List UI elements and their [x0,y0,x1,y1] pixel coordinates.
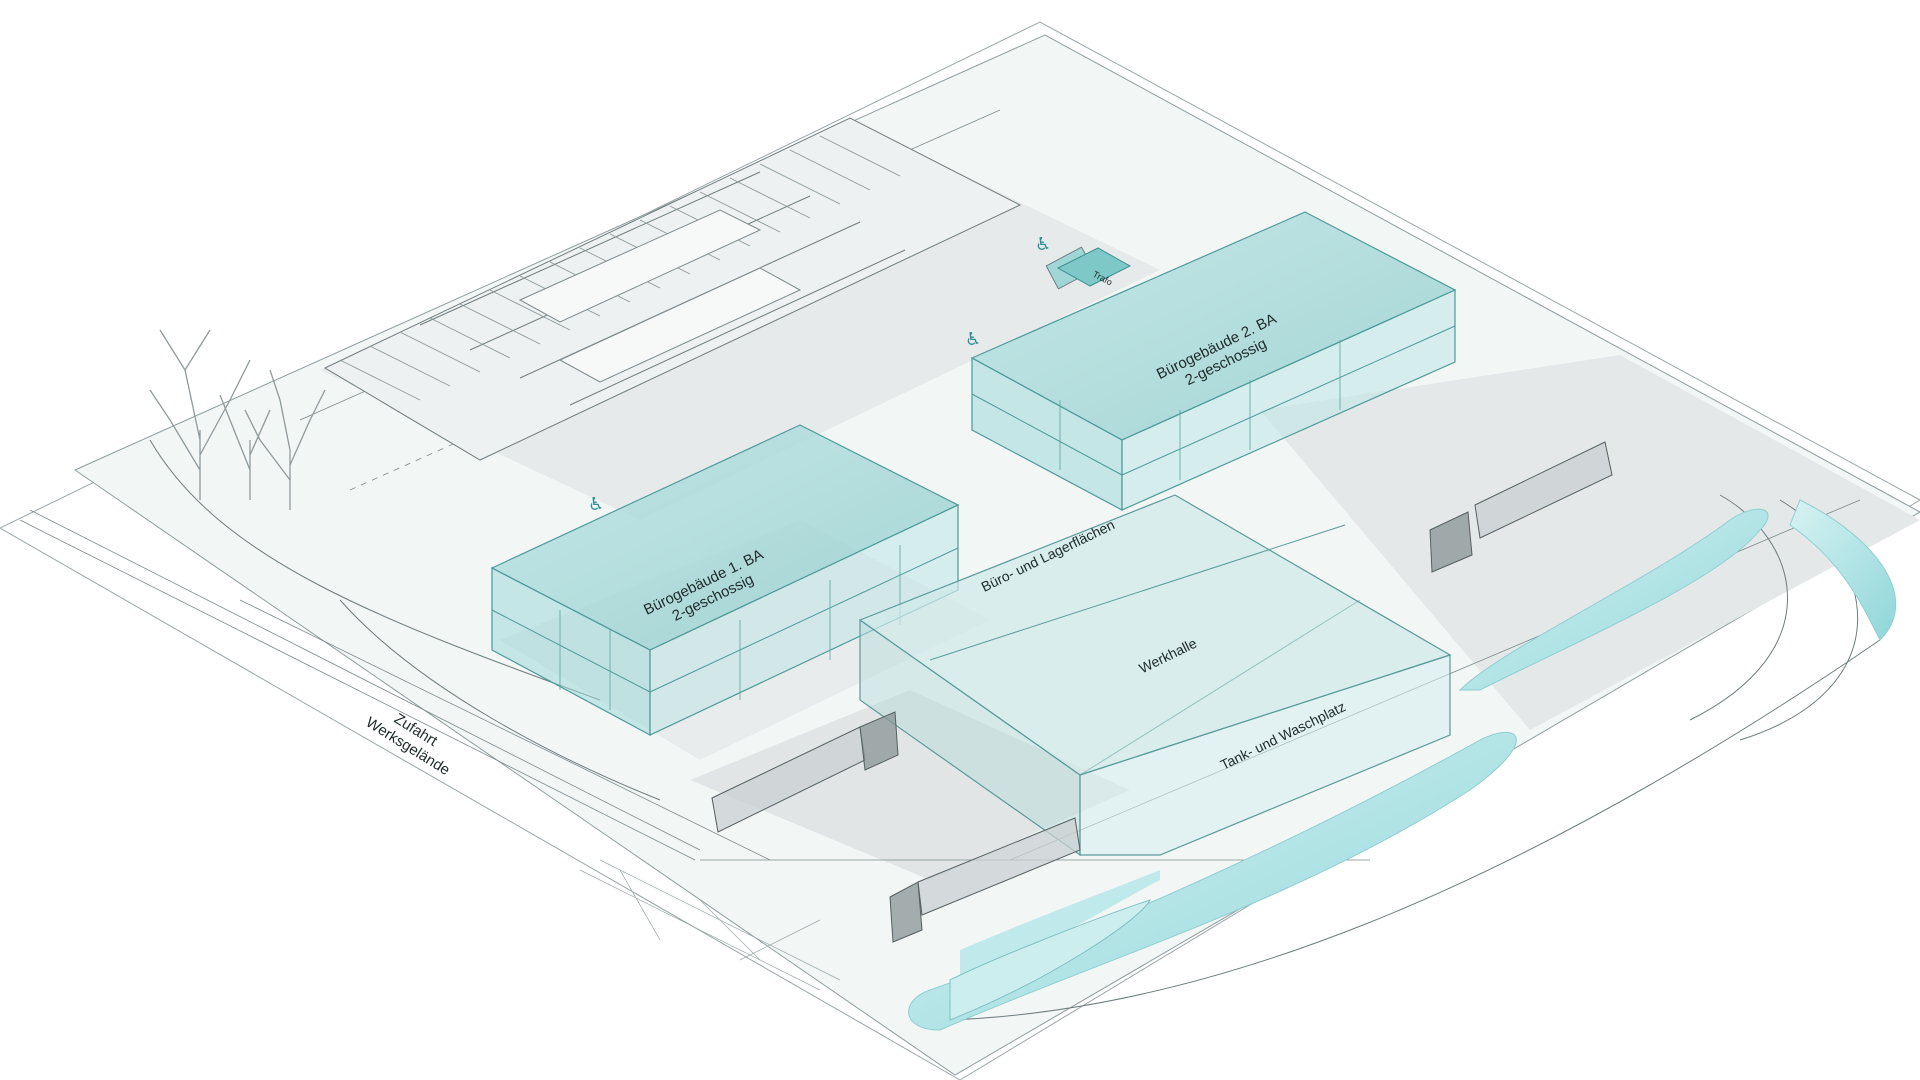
parking-area [323,117,1095,461]
building-office-1 [490,424,960,737]
trafo-box: Trafo [1056,247,1132,287]
truck-icon [711,441,1613,943]
svg-text:♿: ♿ [965,329,981,350]
tree-icon [149,329,326,510]
detail-drawing [579,859,841,991]
building-office-2 [970,211,1457,511]
svg-text:♿: ♿ [588,494,604,515]
svg-text:♿: ♿ [1035,234,1051,255]
building-workshop [858,494,1452,857]
wheelchair-parking-icon: ♿ ♿ ♿ [588,234,1051,515]
retention-basins [908,499,1897,1031]
